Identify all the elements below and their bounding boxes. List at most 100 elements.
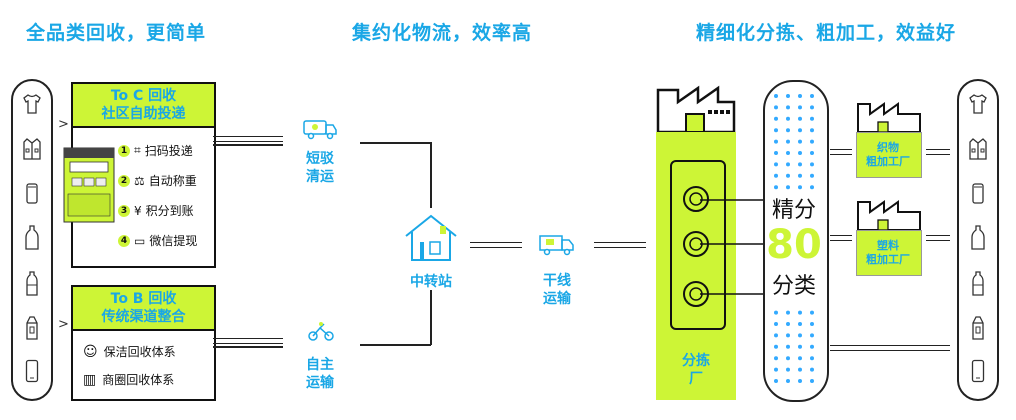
dot xyxy=(786,162,790,167)
dot xyxy=(786,356,790,361)
dot xyxy=(810,367,814,372)
dot xyxy=(810,162,814,167)
toc-step-2: 2 ⚖ 自动称重 xyxy=(118,172,197,189)
dot xyxy=(810,116,814,121)
textile-processing-box xyxy=(856,132,922,178)
fine-sort-top: 精分 xyxy=(771,198,816,223)
plastic-bottle-icon xyxy=(26,271,38,296)
dot xyxy=(786,116,790,121)
textile-processing-label: 织物 粗加工厂 xyxy=(856,141,920,169)
hub-label: 中转站 xyxy=(410,274,452,290)
connector-line xyxy=(213,338,283,344)
dot xyxy=(810,356,814,361)
dot xyxy=(786,379,790,383)
step-number: 4 xyxy=(118,234,130,247)
dot xyxy=(786,139,790,144)
plastic-processing-label: 塑料 粗加工厂 xyxy=(856,239,920,267)
connector-line xyxy=(830,149,852,155)
dot xyxy=(774,173,778,178)
sort-arrows xyxy=(700,195,774,299)
short-haul-line1: 短驳 xyxy=(306,151,334,167)
tob-item-2: ▥ 商圈回收体系 xyxy=(83,371,174,388)
dot xyxy=(774,310,778,315)
dot xyxy=(798,151,802,155)
trunk-line2: 运输 xyxy=(543,291,571,307)
toc-step-3: 3 ¥ 积分到账 xyxy=(118,202,194,219)
dot xyxy=(774,344,778,349)
dot xyxy=(798,356,802,361)
dot xyxy=(774,105,778,110)
dot xyxy=(774,151,778,155)
trunk-truck-icon xyxy=(539,235,574,256)
textile-line1: 织物 xyxy=(877,141,899,154)
toc-box-header: To C 回收 社区自助投递 xyxy=(73,84,214,128)
dot xyxy=(786,322,790,326)
dot xyxy=(786,173,790,178)
dot xyxy=(786,333,790,338)
dot xyxy=(786,367,790,372)
step-label: 积分到账 xyxy=(145,204,194,218)
tob-item-label: 商圈回收体系 xyxy=(102,373,175,387)
connector-line xyxy=(830,345,950,351)
dot xyxy=(798,128,802,133)
dot xyxy=(774,185,778,190)
step-label: 扫码投递 xyxy=(144,144,193,158)
trunk-transport-label: 干线 运输 xyxy=(532,272,582,308)
connector-line xyxy=(213,136,283,142)
milk-carton-icon xyxy=(972,316,984,340)
connector-line xyxy=(926,149,950,155)
chevron-right-icon: > xyxy=(58,117,69,132)
trunk-line1: 干线 xyxy=(543,273,571,289)
connector-line xyxy=(213,144,283,146)
dot xyxy=(810,322,814,326)
dot xyxy=(786,105,790,110)
dot xyxy=(798,94,802,98)
dot xyxy=(810,94,814,98)
chevron-right-icon: > xyxy=(58,317,69,332)
connector-line xyxy=(360,344,431,346)
sorting-machine xyxy=(670,160,726,330)
scale-icon: ⚖ xyxy=(134,173,145,188)
dot xyxy=(798,310,802,315)
tob-title: To B 回收 xyxy=(110,291,177,307)
dot xyxy=(798,173,802,178)
dot xyxy=(786,128,790,133)
scan-icon: ⌗ xyxy=(134,143,141,157)
dot xyxy=(774,356,778,361)
jacket-icon xyxy=(23,138,41,160)
dot xyxy=(798,105,802,110)
dot xyxy=(774,367,778,372)
connector-line xyxy=(470,242,522,248)
t-shirt-icon xyxy=(23,94,41,114)
connector-line xyxy=(926,235,950,241)
dot xyxy=(774,139,778,144)
dot xyxy=(798,185,802,190)
jacket-icon xyxy=(969,138,987,160)
tricycle-icon xyxy=(308,322,334,341)
dot xyxy=(798,162,802,167)
connector-line xyxy=(594,242,646,248)
sorting-plant-column xyxy=(656,132,736,400)
tob-recycling-box: To B 回收 传统渠道整合 ☺ 保洁回收体系 ▥ 商圈回收体系 xyxy=(71,285,216,401)
plastic-bottle-icon xyxy=(972,271,984,296)
phone-icon xyxy=(25,359,39,383)
toc-title: To C 回收 xyxy=(110,88,177,104)
dot xyxy=(810,105,814,110)
dot-grid xyxy=(774,94,814,383)
sorting-plant-label: 分拣 厂 xyxy=(656,352,736,388)
toc-step-1: 1 ⌗ 扫码投递 xyxy=(118,142,193,159)
sorting-plant-line1: 分拣 xyxy=(682,353,710,369)
dot xyxy=(786,151,790,155)
dot xyxy=(810,173,814,178)
dot xyxy=(786,185,790,190)
bottle-icon xyxy=(25,225,39,250)
dot xyxy=(774,116,778,121)
dot xyxy=(774,333,778,338)
dot xyxy=(798,116,802,121)
dot xyxy=(774,379,778,383)
dot xyxy=(810,151,814,155)
factory-icon xyxy=(656,85,736,134)
dot xyxy=(798,379,802,383)
dot xyxy=(786,344,790,349)
header-middle: 集约化物流，效率高 xyxy=(352,22,533,44)
